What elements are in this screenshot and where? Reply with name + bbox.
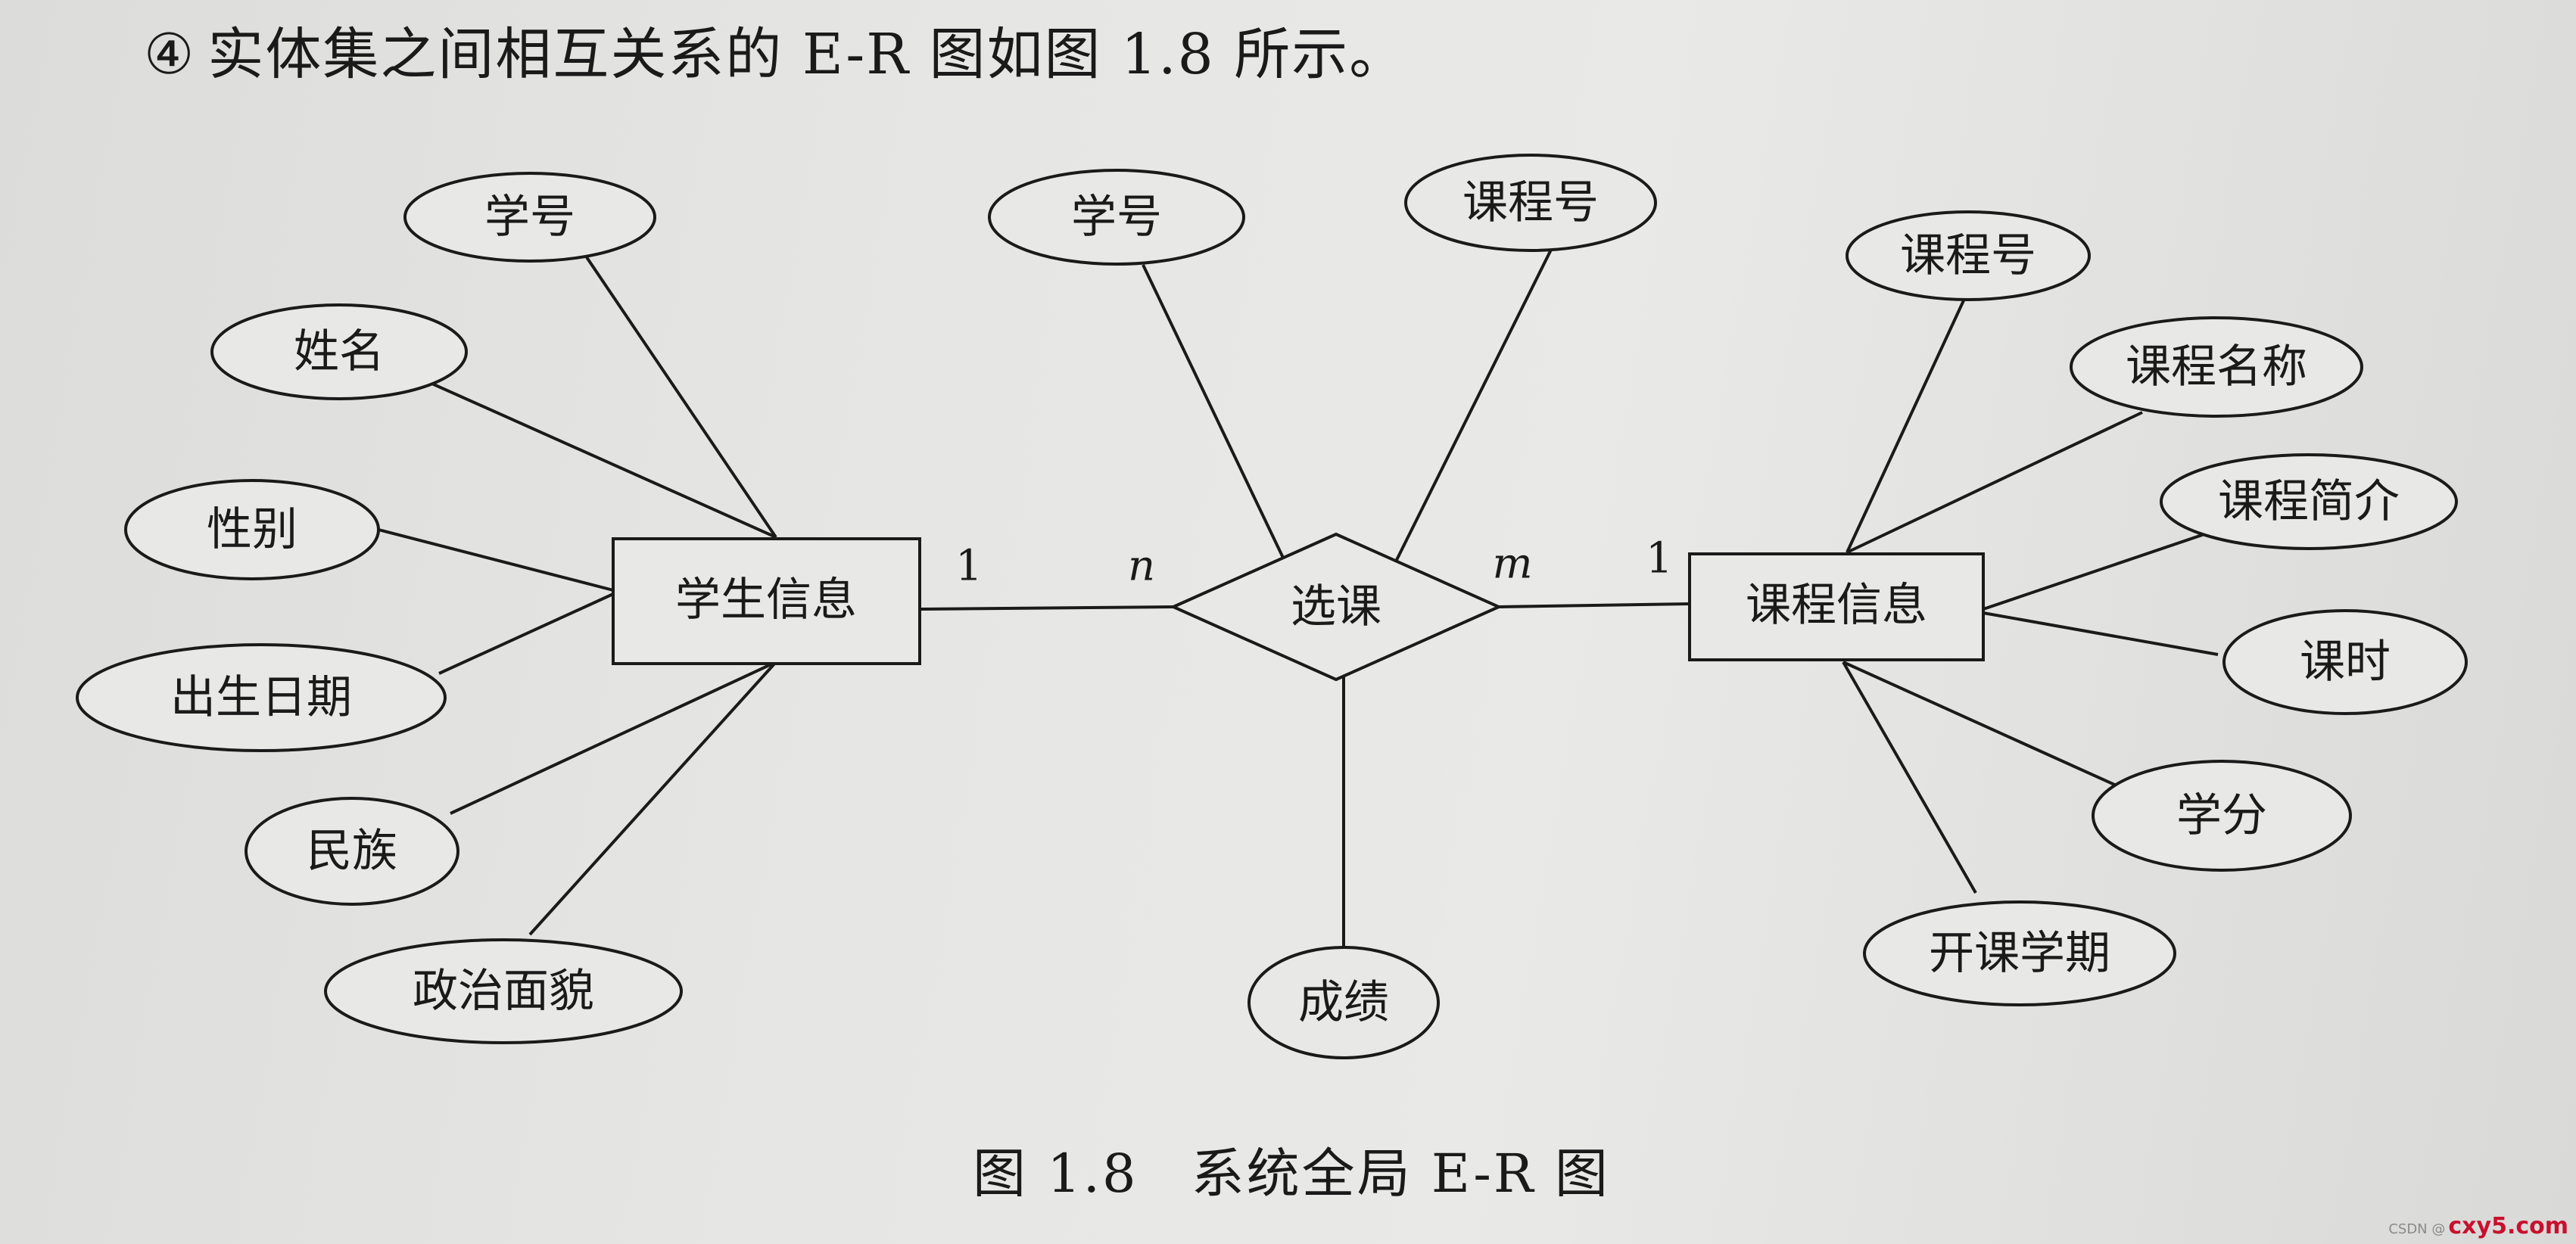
attribute-ellipse-c-xueqi [1863, 900, 2176, 1006]
connector-s-xuehao [585, 256, 777, 539]
attribute-label-c-xueqi: 开课学期 [1929, 927, 2110, 980]
attribute-label-r-chengji: 成绩 [1298, 976, 1389, 1029]
entity-box-student [612, 537, 921, 665]
attribute-label-r-kechenghao: 课程号 [1462, 176, 1599, 229]
entity-box-course [1688, 552, 1985, 661]
connector-enroll-course [1498, 602, 1690, 608]
intro-heading-text: 实体集之间相互关系的 E-R 图如图 1.8 所示。 [207, 22, 1407, 87]
attribute-ellipse-s-chusheng [76, 643, 447, 752]
attribute-ellipse-c-mingcheng [2070, 316, 2363, 418]
connector-c-kechenghao [1846, 298, 1966, 553]
attribute-ellipse-s-zhengzhi [324, 938, 683, 1044]
watermark-site: cxy5.com [2448, 1213, 2568, 1239]
connector-s-xingming [419, 377, 777, 539]
entity-label-student: 学生信息 [675, 574, 857, 627]
attribute-label-s-xingming: 姓名 [294, 325, 385, 378]
cardinality-enroll-left: n [1128, 542, 1155, 591]
attribute-ellipse-r-xuehao [988, 169, 1245, 266]
source-watermark: CSDN @cxy5.com [2388, 1213, 2568, 1239]
connector-r-kechenghao [1395, 247, 1553, 561]
attribute-label-c-keshi: 课时 [2300, 636, 2391, 689]
connector-student-enroll [919, 605, 1174, 611]
attribute-ellipse-s-xingbie [124, 479, 380, 580]
attribute-ellipse-r-chengji [1248, 946, 1440, 1059]
attribute-label-s-zhengzhi: 政治面貌 [413, 965, 594, 1018]
connector-c-jianjie [1983, 532, 2207, 611]
attribute-ellipse-s-xuehao [403, 172, 656, 263]
relationship-label-enroll: 选课 [1291, 580, 1381, 633]
watermark-prefix: CSDN @ [2388, 1221, 2446, 1237]
figure-title: 系统全局 E-R 图 [1191, 1143, 1610, 1205]
attribute-ellipse-r-kechenghao [1404, 154, 1657, 252]
attribute-ellipse-s-xingming [210, 303, 468, 400]
connector-c-xueqi [1842, 661, 1977, 894]
connector-s-xingbie [378, 528, 614, 592]
attribute-label-c-xuefen: 学分 [2176, 789, 2267, 842]
entity-label-course: 课程信息 [1746, 579, 1927, 632]
relationship-diamond-enroll [1170, 532, 1503, 682]
attribute-ellipse-c-jianjie [2160, 453, 2458, 550]
attribute-label-c-jianjie: 课程简介 [2218, 475, 2400, 528]
attribute-label-s-xuehao: 学号 [484, 191, 575, 244]
cardinality-enroll-right: m [1492, 540, 1532, 589]
connector-s-chusheng [438, 592, 614, 675]
connector-r-xuehao [1142, 264, 1285, 558]
connector-c-mingcheng [1846, 411, 2143, 554]
connector-s-minzu [450, 661, 777, 815]
circled-number-marker: ④ [144, 22, 196, 87]
attribute-label-s-xingbie: 性别 [207, 503, 297, 556]
attribute-label-c-kechenghao: 课程号 [1900, 229, 2036, 282]
attribute-label-c-mingcheng: 课程名称 [2126, 341, 2307, 393]
figure-caption: 图 1.8 系统全局 E-R 图 [973, 1131, 1610, 1208]
attribute-ellipse-c-keshi [2222, 609, 2468, 715]
attribute-label-s-minzu: 民族 [307, 825, 397, 878]
attribute-ellipse-c-kechenghao [1846, 210, 2091, 301]
connector-c-keshi [1983, 611, 2219, 656]
connector-s-zhengzhi [528, 661, 777, 936]
attribute-ellipse-s-minzu [245, 797, 459, 906]
cardinality-student-side: 1 [955, 542, 983, 591]
figure-number: 图 1.8 [973, 1143, 1138, 1205]
connector-c-xuefen [1842, 661, 2120, 788]
cardinality-course-side: 1 [1646, 534, 1673, 583]
attribute-ellipse-c-xuefen [2092, 760, 2352, 872]
attribute-label-r-xuehao: 学号 [1071, 191, 1162, 244]
attribute-label-s-chusheng: 出生日期 [170, 671, 352, 724]
